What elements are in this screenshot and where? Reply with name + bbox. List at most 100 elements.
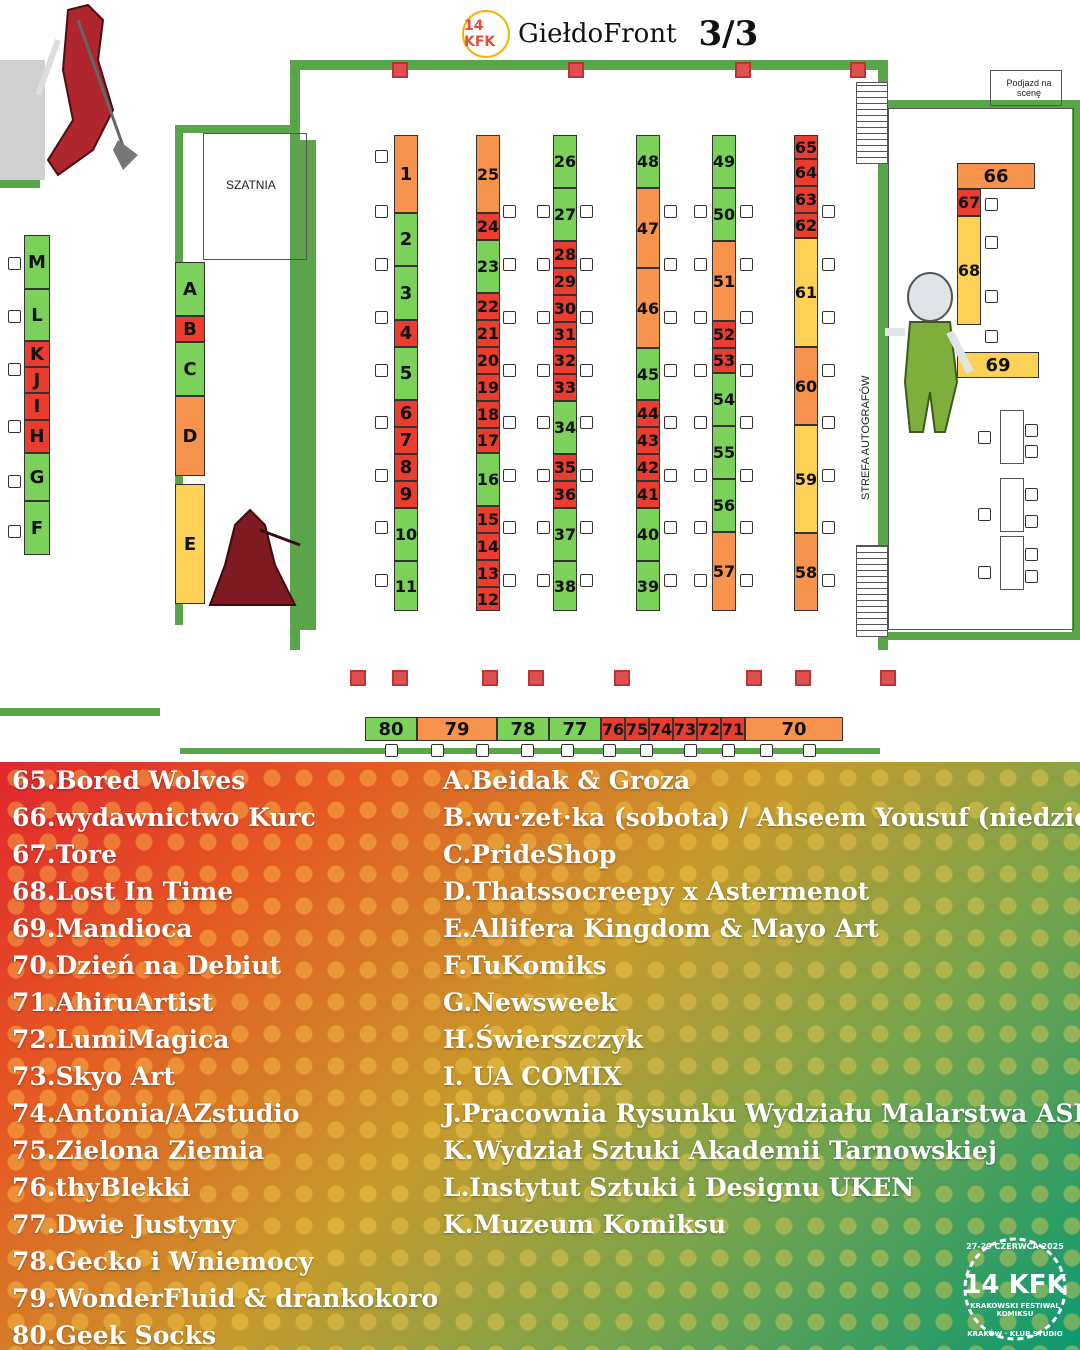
legend-entry: 74.Antonia/AZstudio bbox=[12, 1099, 300, 1128]
chair-icon bbox=[375, 469, 388, 482]
floor-plan-map: 14 KFK GiełdoFront 3/3 SZATNIA STREFA AU… bbox=[0, 3, 1080, 757]
legend-entry: D.Thatssocreepy x Astermenot bbox=[443, 877, 870, 906]
stand-64: 64 bbox=[794, 159, 818, 186]
stand-49: 49 bbox=[712, 135, 736, 188]
stand-56: 56 bbox=[712, 479, 736, 532]
stand-1: 1 bbox=[394, 135, 418, 213]
pillar-icon bbox=[880, 670, 896, 686]
badge-subtitle: KRAKOWSKI FESTIWAL KOMIKSU bbox=[970, 1302, 1060, 1318]
legend-entry: 67.Tore bbox=[12, 840, 117, 869]
legend-entry: I. UA COMIX bbox=[443, 1062, 622, 1091]
stand-73: 73 bbox=[673, 717, 697, 741]
pillar-icon bbox=[746, 670, 762, 686]
stand-55: 55 bbox=[712, 426, 736, 479]
legend-entry: 80.Geek Socks bbox=[12, 1321, 217, 1350]
stand-c: C bbox=[175, 342, 205, 396]
pillar-icon bbox=[568, 62, 584, 78]
chair-icon bbox=[537, 258, 550, 271]
chair-icon bbox=[375, 364, 388, 377]
chair-icon bbox=[521, 744, 534, 757]
stand-24: 24 bbox=[476, 213, 500, 240]
chair-icon bbox=[1025, 548, 1038, 561]
stand-36: 36 bbox=[553, 481, 577, 508]
stand-19: 19 bbox=[476, 374, 500, 401]
legend-entry: 76.thyBlekki bbox=[12, 1173, 191, 1202]
stand-33: 33 bbox=[553, 374, 577, 401]
pillar-icon bbox=[850, 62, 866, 78]
stand-58: 58 bbox=[794, 533, 818, 611]
stand-16: 16 bbox=[476, 453, 500, 506]
stand-46: 46 bbox=[636, 268, 660, 348]
stand-57: 57 bbox=[712, 532, 736, 611]
chair-icon bbox=[664, 521, 677, 534]
stand-13: 13 bbox=[476, 560, 500, 587]
chair-icon bbox=[580, 521, 593, 534]
chair-icon bbox=[664, 311, 677, 324]
mascot-robot-icon bbox=[35, 3, 138, 177]
chair-icon bbox=[503, 469, 516, 482]
chair-icon bbox=[640, 744, 653, 757]
chair-icon bbox=[375, 311, 388, 324]
stand-47: 47 bbox=[636, 188, 660, 268]
stand-72: 72 bbox=[697, 717, 721, 741]
stand-41: 41 bbox=[636, 481, 660, 508]
autograph-zone-label: STREFA AUTOGRAFÓW bbox=[860, 375, 872, 500]
legend-entry: C.PrideShop bbox=[443, 840, 617, 869]
chair-icon bbox=[694, 364, 707, 377]
chair-icon bbox=[375, 416, 388, 429]
stand-62: 62 bbox=[794, 213, 818, 238]
stand-66: 66 bbox=[957, 163, 1035, 189]
stand-6: 6 bbox=[394, 400, 418, 427]
stand-31: 31 bbox=[553, 322, 577, 347]
chair-icon bbox=[603, 744, 616, 757]
legend-entry: K.Wydział Sztuki Akademii Tarnowskiej bbox=[443, 1136, 997, 1165]
chair-icon bbox=[503, 574, 516, 587]
stand-76: 76 bbox=[601, 717, 625, 741]
chair-icon bbox=[822, 574, 835, 587]
stand-10: 10 bbox=[394, 508, 418, 561]
stand-68: 68 bbox=[957, 216, 981, 325]
chair-icon bbox=[537, 364, 550, 377]
stand-21: 21 bbox=[476, 320, 500, 347]
chair-icon bbox=[537, 574, 550, 587]
chair-icon bbox=[375, 574, 388, 587]
chair-icon bbox=[8, 525, 21, 538]
festival-badge-icon: 27-29 CZERWCA 2025 14 KFK KRAKOWSKI FEST… bbox=[956, 1234, 1074, 1344]
chair-icon bbox=[740, 416, 753, 429]
chair-icon bbox=[503, 205, 516, 218]
autograph-table bbox=[1000, 536, 1024, 590]
stage-ramp bbox=[990, 70, 1062, 106]
chair-icon bbox=[561, 744, 574, 757]
stand-9: 9 bbox=[394, 481, 418, 508]
stand-32: 32 bbox=[553, 347, 577, 374]
stand-77: 77 bbox=[549, 717, 601, 741]
chair-icon bbox=[822, 416, 835, 429]
chair-icon bbox=[694, 205, 707, 218]
chair-icon bbox=[740, 364, 753, 377]
legend-entry: B.wu·zet·ka (sobota) / Ahseem Yousuf (ni… bbox=[443, 803, 1080, 832]
stand-j: J bbox=[24, 367, 50, 393]
wall bbox=[0, 708, 160, 716]
stand-11: 11 bbox=[394, 561, 418, 611]
chair-icon bbox=[580, 311, 593, 324]
legend-entry: E.Allifera Kingdom & Mayo Art bbox=[443, 914, 879, 943]
chair-icon bbox=[978, 508, 991, 521]
chair-icon bbox=[375, 150, 388, 163]
chair-icon bbox=[503, 521, 516, 534]
legend-entry: 78.Gecko i Wniemocy bbox=[12, 1247, 314, 1276]
stand-61: 61 bbox=[794, 238, 818, 347]
chair-icon bbox=[537, 416, 550, 429]
stand-69: 69 bbox=[957, 352, 1039, 378]
stand-f: F bbox=[24, 501, 50, 555]
stand-71: 71 bbox=[721, 717, 745, 741]
autograph-table bbox=[1000, 478, 1024, 532]
stand-14: 14 bbox=[476, 533, 500, 560]
mascot-warrior-icon bbox=[208, 508, 301, 606]
stand-23: 23 bbox=[476, 240, 500, 293]
stand-7: 7 bbox=[394, 427, 418, 454]
legend-entry: G.Newsweek bbox=[443, 988, 618, 1017]
stand-26: 26 bbox=[553, 135, 577, 188]
stand-17: 17 bbox=[476, 428, 500, 453]
chair-icon bbox=[1025, 445, 1038, 458]
chair-icon bbox=[822, 469, 835, 482]
